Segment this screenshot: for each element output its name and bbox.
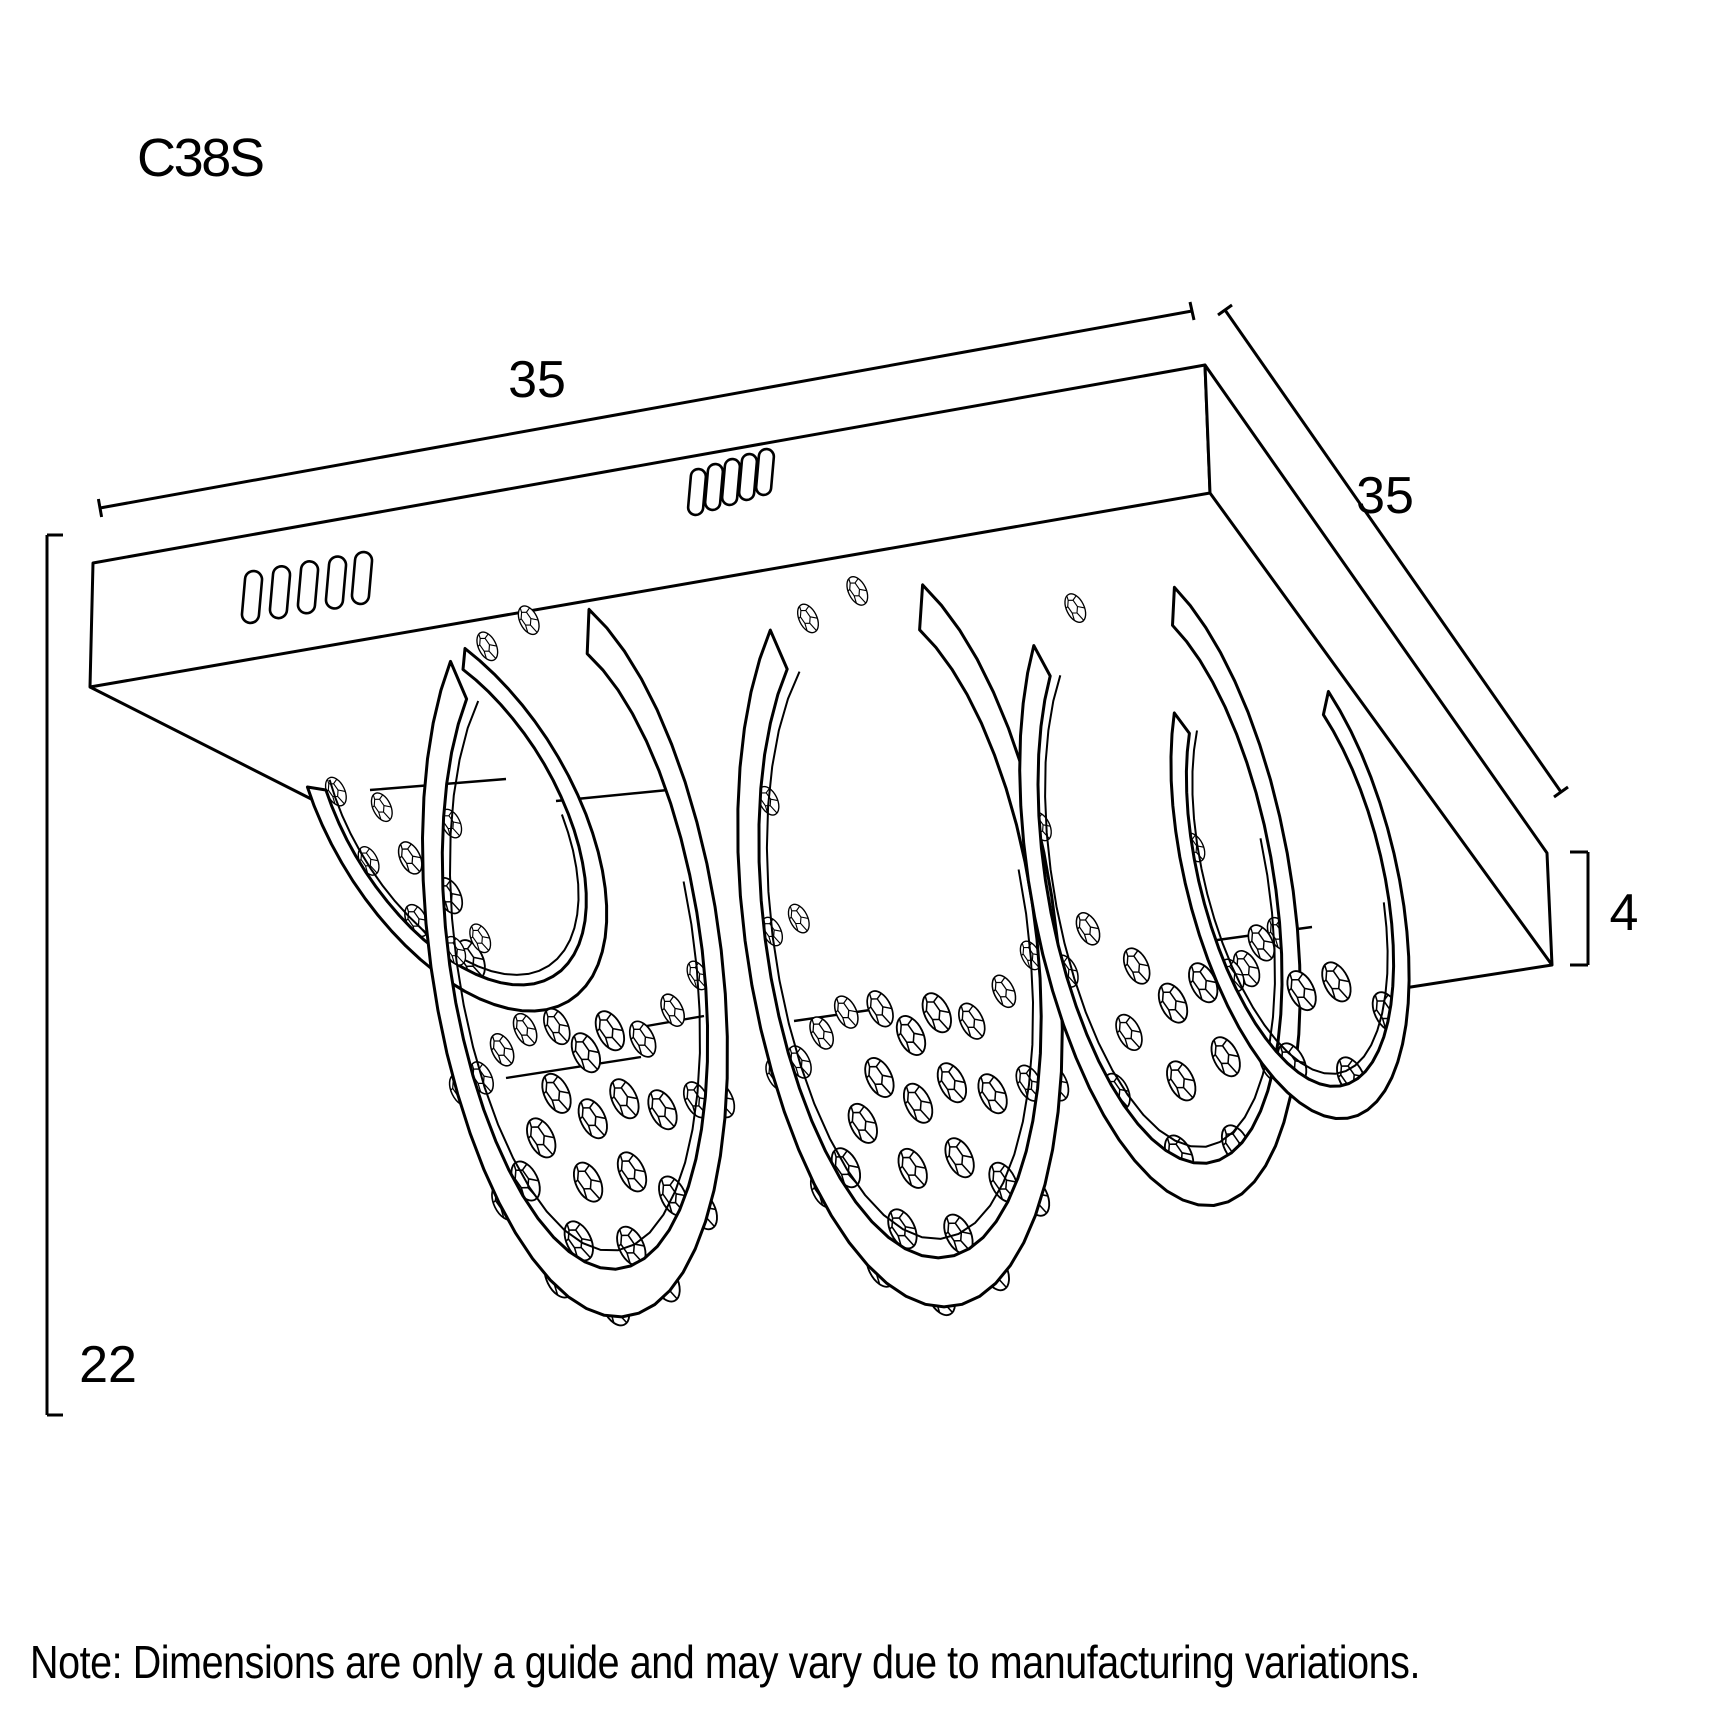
crystal [861,986,900,1032]
dim-tick [96,498,104,518]
crystal [986,970,1022,1012]
crystal [1060,589,1091,627]
crystal [792,600,824,637]
vent-slot [686,467,708,517]
arc-inner-rim [1044,675,1276,1148]
crystal [611,1146,653,1197]
crystal [507,1009,543,1051]
crystal [1117,943,1156,989]
panel-edge [505,1055,642,1080]
crystal [641,1084,684,1135]
crystal [1160,1055,1203,1106]
arc-inner-rim [1191,730,1389,1075]
crystal-arcs [305,572,1411,1331]
arc-inner-rim [448,700,701,1252]
vent-slots [240,447,776,625]
plate-bottom-edge [1397,963,1553,991]
crystal [571,1093,614,1144]
arc-inner-rim [328,779,580,976]
crystal [1109,1009,1149,1056]
arc-ribbon [305,647,609,1013]
crystal [915,987,958,1038]
crystal [535,1068,578,1119]
crystal [897,1078,940,1129]
crystal [841,1098,884,1149]
crystal [1152,978,1194,1029]
dim-tick [1553,785,1569,799]
crystal [520,1112,563,1163]
dimension-lines [45,301,1590,1417]
crystal [952,998,991,1044]
crystal-arc-unit [1169,690,1411,1120]
labels: C38S 35 35 4 22 Note: Dimensions are onl… [30,128,1638,1688]
crystal [1315,956,1358,1007]
vent-slot [720,457,742,507]
crystal [484,1029,520,1071]
ceiling-plate [88,363,1554,991]
dim-width-line [99,309,1193,510]
vent-slot [296,560,320,615]
vent-slot [703,462,725,512]
dim-tick [1188,301,1196,321]
dim-width-label: 35 [508,351,566,409]
note-text: Note: Dimensions are only a guide and ma… [30,1636,1420,1688]
dim-tick [1217,303,1233,317]
crystal [842,572,873,610]
crystal [971,1068,1014,1119]
crystal [891,1143,934,1194]
crystal [930,1057,973,1108]
vent-slot [737,452,759,502]
crystal [567,1157,610,1208]
arc-ribbon [1169,690,1411,1120]
dim-depth-label: 35 [1356,467,1414,525]
crystal [858,1052,901,1103]
crystal-arc-unit [1018,585,1302,1207]
plate-bottom-edge [89,685,334,812]
crystal [366,789,398,826]
crystal [890,1010,932,1061]
vent-slot [324,555,348,610]
plate-right-face [1203,363,1554,967]
vent-slot [240,569,264,625]
crystal-arc-unit [736,572,1075,1321]
crystal-arc-unit [421,602,741,1331]
vent-slot [268,564,292,620]
model-code-label: C38S [137,128,265,188]
crystal [603,1073,646,1124]
arc-ribbon [736,583,1064,1309]
crystal [1070,908,1106,950]
plate-front-face [88,363,1212,689]
mounting-panel-edges [369,777,1313,1080]
dim-height-label: 22 [79,1336,137,1394]
crystal-arc-unit [305,647,609,1013]
dim-thickness-label: 4 [1610,884,1639,942]
crystal [783,900,815,937]
dim-depth-line [1223,309,1563,793]
arc-ribbon [1018,585,1302,1207]
arc-inner-rim [765,671,1035,1240]
arc-ribbon [421,607,729,1319]
crystal [938,1132,981,1183]
crystal [1204,1031,1247,1082]
vent-slot [350,550,374,606]
vent-slot [754,447,776,497]
